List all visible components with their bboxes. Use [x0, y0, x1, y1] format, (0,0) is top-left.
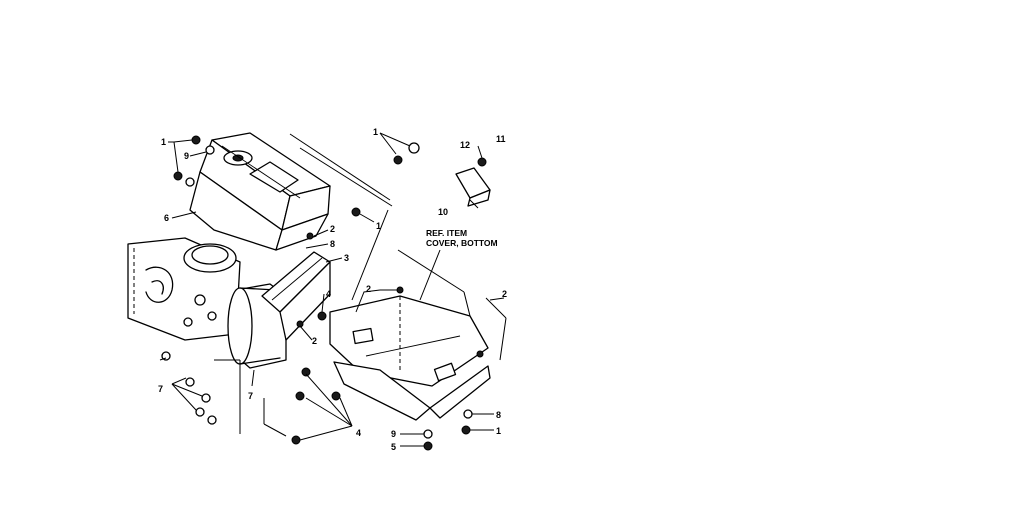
screw-2-top — [306, 232, 314, 240]
callout-2-a: 2 — [330, 224, 335, 234]
screw-1-c — [393, 155, 403, 165]
callout-6: 6 — [164, 213, 169, 223]
callout-9-bottom: 9 — [391, 429, 396, 439]
screw-2-right — [476, 350, 484, 358]
callout-3: 3 — [344, 253, 349, 263]
callout-11: 11 — [496, 134, 506, 144]
bottom-cover-part — [329, 295, 491, 421]
callout-1-bottom: 1 — [496, 426, 501, 436]
screw-4-d — [331, 391, 341, 401]
callout-2-c: 2 — [502, 289, 507, 299]
washer-bottom-8 — [463, 409, 473, 419]
screw-4-b — [301, 367, 311, 377]
callout-10: 10 — [438, 207, 448, 217]
top-cover-part — [189, 132, 331, 251]
washer-bottom-9 — [423, 429, 433, 439]
screw-1-d — [351, 207, 361, 217]
callout-7-b: 7 — [248, 391, 253, 401]
callout-4-a: 4 — [326, 289, 331, 299]
ref-note: REF. ITEM COVER, BOTTOM — [419, 228, 498, 301]
screw-2-mid — [296, 320, 304, 328]
washer-9-a — [205, 145, 215, 155]
callout-2-b: 2 — [366, 284, 371, 294]
screw-4-c — [295, 391, 305, 401]
screw-7-e — [161, 351, 171, 361]
screw-4-e — [291, 435, 301, 445]
screw-7-b — [201, 393, 211, 403]
callout-1-top: 1 — [161, 137, 166, 147]
screw-7-d — [207, 415, 217, 425]
screw-11 — [477, 157, 487, 167]
callout-4-b: 4 — [356, 428, 361, 438]
screw-1-a — [191, 135, 201, 145]
callout-9-top: 9 — [184, 151, 189, 161]
blower-housing-part — [127, 237, 287, 369]
screw-1-b — [173, 171, 183, 181]
callout-1-topright: 1 — [373, 127, 378, 137]
ref-note-line1: REF. ITEM — [426, 228, 467, 238]
washer-9-b — [185, 177, 195, 187]
screw-7-c — [195, 407, 205, 417]
screw-5 — [423, 441, 433, 451]
callout-12: 12 — [460, 140, 470, 150]
screw-7-a — [185, 377, 195, 387]
side-bracket-part — [261, 251, 331, 341]
callout-2-d: 2 — [312, 336, 317, 346]
callout-labels: 1 9 6 1 1 12 11 10 2 8 3 4 2 2 2 7 7 4 8… — [158, 127, 507, 452]
callout-7-a: 7 — [158, 384, 163, 394]
ref-note-line2: COVER, BOTTOM — [426, 238, 498, 248]
support-strap-part — [455, 167, 491, 207]
callout-5: 5 — [391, 442, 396, 452]
screw-4-a — [317, 311, 327, 321]
callout-1-midright: 1 — [376, 221, 381, 231]
screw-bottom-1 — [461, 425, 471, 435]
assembly-guide-lines — [214, 133, 507, 437]
washer-9-c — [408, 142, 420, 154]
callout-8-a: 8 — [330, 239, 335, 249]
callout-leaders — [159, 132, 505, 447]
callout-8-b: 8 — [496, 410, 501, 420]
